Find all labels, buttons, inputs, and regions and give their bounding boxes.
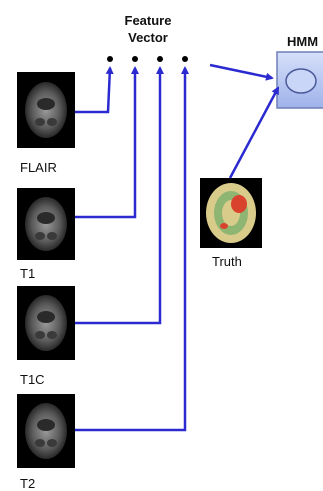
hmm-box (277, 52, 323, 108)
feature-dot-1 (107, 56, 113, 62)
truth-label: Truth (212, 254, 242, 269)
feature-dot-4 (182, 56, 188, 62)
input-label-t1c: T1C (20, 372, 45, 387)
mri-scan-t2 (17, 394, 75, 468)
arrow-t2 (75, 68, 185, 430)
input-label-t2: T2 (20, 476, 35, 491)
arrow-flair (75, 68, 110, 112)
feature-dot-3 (157, 56, 163, 62)
truth-segmentation-image (200, 178, 262, 248)
arrow-t1 (75, 68, 135, 217)
mri-scan-t1 (17, 188, 75, 260)
mri-scan-t1c (17, 286, 75, 360)
input-label-flair: FLAIR (20, 160, 57, 175)
feature-dot-2 (132, 56, 138, 62)
mri-scan-flair (17, 72, 75, 148)
arrow-truth-to-hmm (230, 88, 278, 178)
arrow-t1c (75, 68, 160, 323)
arrow-feature-to-hmm (210, 65, 272, 78)
input-label-t1: T1 (20, 266, 35, 281)
